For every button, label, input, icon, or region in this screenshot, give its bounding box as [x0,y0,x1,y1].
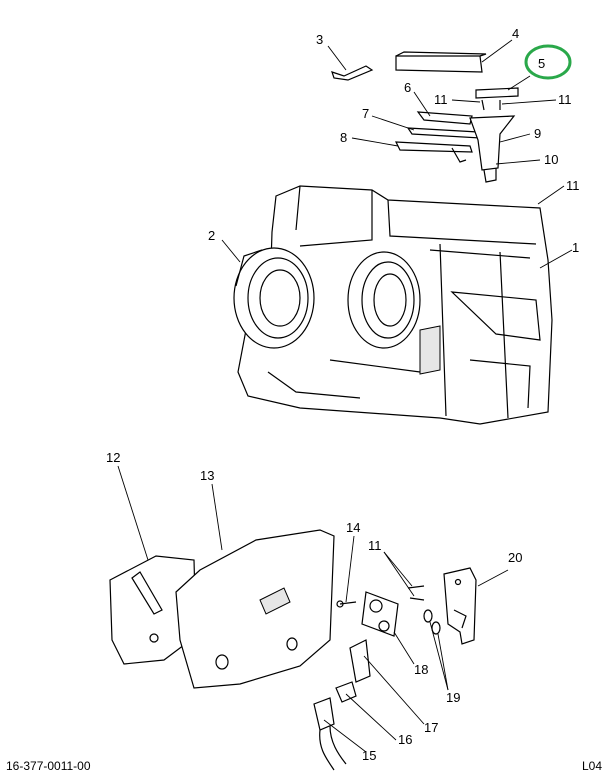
callout-2: 2 [208,228,215,243]
document-number: 16-377-0011-00 [6,759,91,773]
callout-16: 16 [398,732,412,747]
callout-11-b: 11 [558,92,572,107]
callout-13: 13 [200,468,214,483]
callout-1: 1 [572,240,579,255]
callout-11-c: 11 [566,178,580,193]
part-5-plate [475,75,531,99]
highlight-circle [524,44,572,80]
part-9-actuator [469,115,541,183]
callout-20: 20 [508,550,522,565]
part-17-hose [349,639,425,725]
blower-ring-right [347,251,421,349]
callout-17: 17 [424,720,438,735]
callout-7: 7 [362,106,369,121]
callout-12: 12 [106,450,120,465]
part-19-o-rings [423,609,449,691]
callout-11-d: 11 [368,538,382,553]
page-code: L04 [581,759,602,773]
part-6-door [413,91,473,125]
part-18-valve [361,591,415,665]
part-13-panel [175,483,335,689]
part-14-screw [336,535,357,608]
callout-6: 6 [404,80,411,95]
callout-3: 3 [316,32,323,47]
callout-10: 10 [544,152,558,167]
part-11-screws-top [451,99,557,111]
part-8-lever [351,137,473,163]
part-4-seal [395,39,513,73]
callout-5: 5 [538,56,545,71]
callout-15: 15 [362,748,376,763]
part-2-blower-ring [221,239,315,349]
callout-8: 8 [340,130,347,145]
callout-14: 14 [346,520,360,535]
callout-4: 4 [512,26,519,41]
callout-9: 9 [534,126,541,141]
part-15-connector [313,697,367,771]
part-16-fitting [335,681,397,741]
callout-11-a: 11 [434,92,448,107]
part-11-screws-lower [383,551,425,601]
part-7-link [371,115,481,139]
part-20-bracket [443,567,509,645]
callout-19: 19 [446,690,460,705]
part-3-bracket [327,45,374,81]
part-12-bracket [109,465,197,665]
callout-18: 18 [414,662,428,677]
